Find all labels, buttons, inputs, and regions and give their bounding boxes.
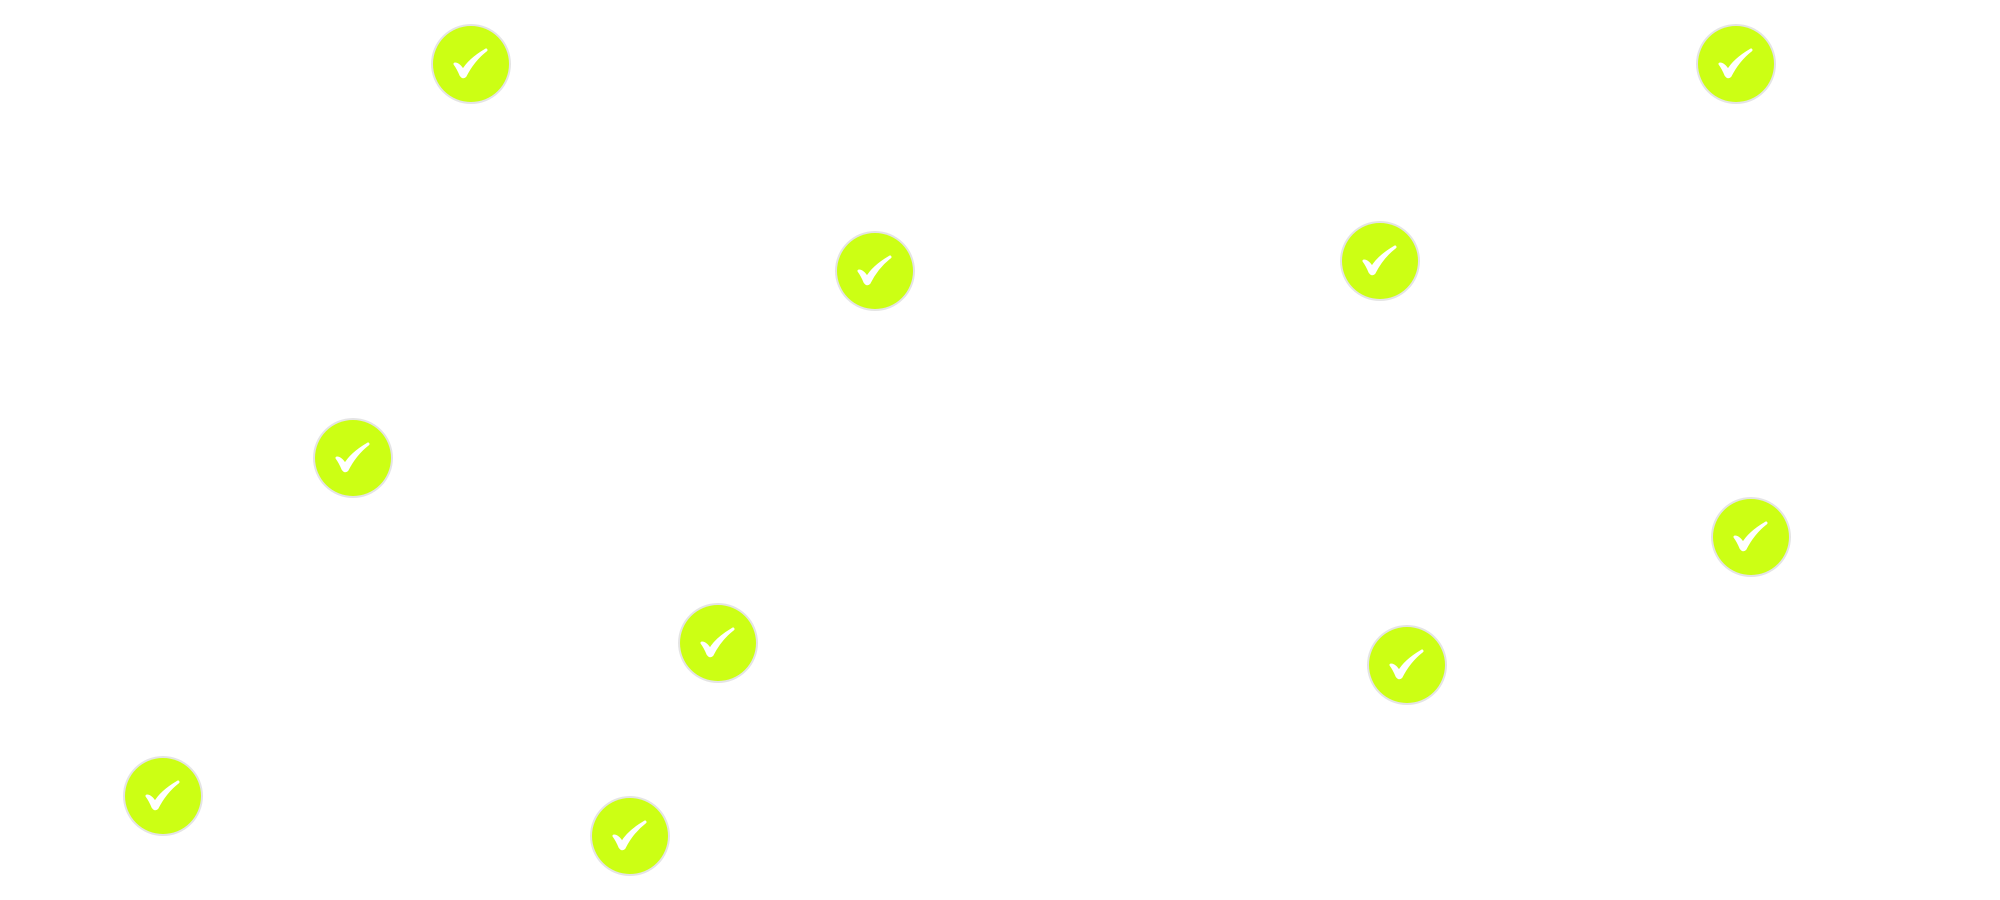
- check-icon: [1389, 649, 1424, 680]
- check-icon: [1718, 48, 1753, 79]
- check-icon: [335, 442, 370, 473]
- check-icon: [612, 820, 647, 851]
- check-icon: [1733, 521, 1768, 552]
- check-badge[interactable]: [315, 420, 391, 496]
- check-icon: [1362, 245, 1397, 276]
- check-badge[interactable]: [1713, 499, 1789, 575]
- check-badge[interactable]: [125, 758, 201, 834]
- check-badge[interactable]: [837, 233, 913, 309]
- check-icon: [145, 780, 180, 811]
- check-icon: [453, 48, 488, 79]
- check-badge[interactable]: [592, 798, 668, 874]
- check-icon: [857, 255, 892, 286]
- check-badge[interactable]: [1369, 627, 1445, 703]
- check-badge[interactable]: [680, 605, 756, 681]
- check-badge[interactable]: [433, 26, 509, 102]
- check-badge[interactable]: [1342, 223, 1418, 299]
- check-icon: [700, 627, 735, 658]
- check-badge[interactable]: [1698, 26, 1774, 102]
